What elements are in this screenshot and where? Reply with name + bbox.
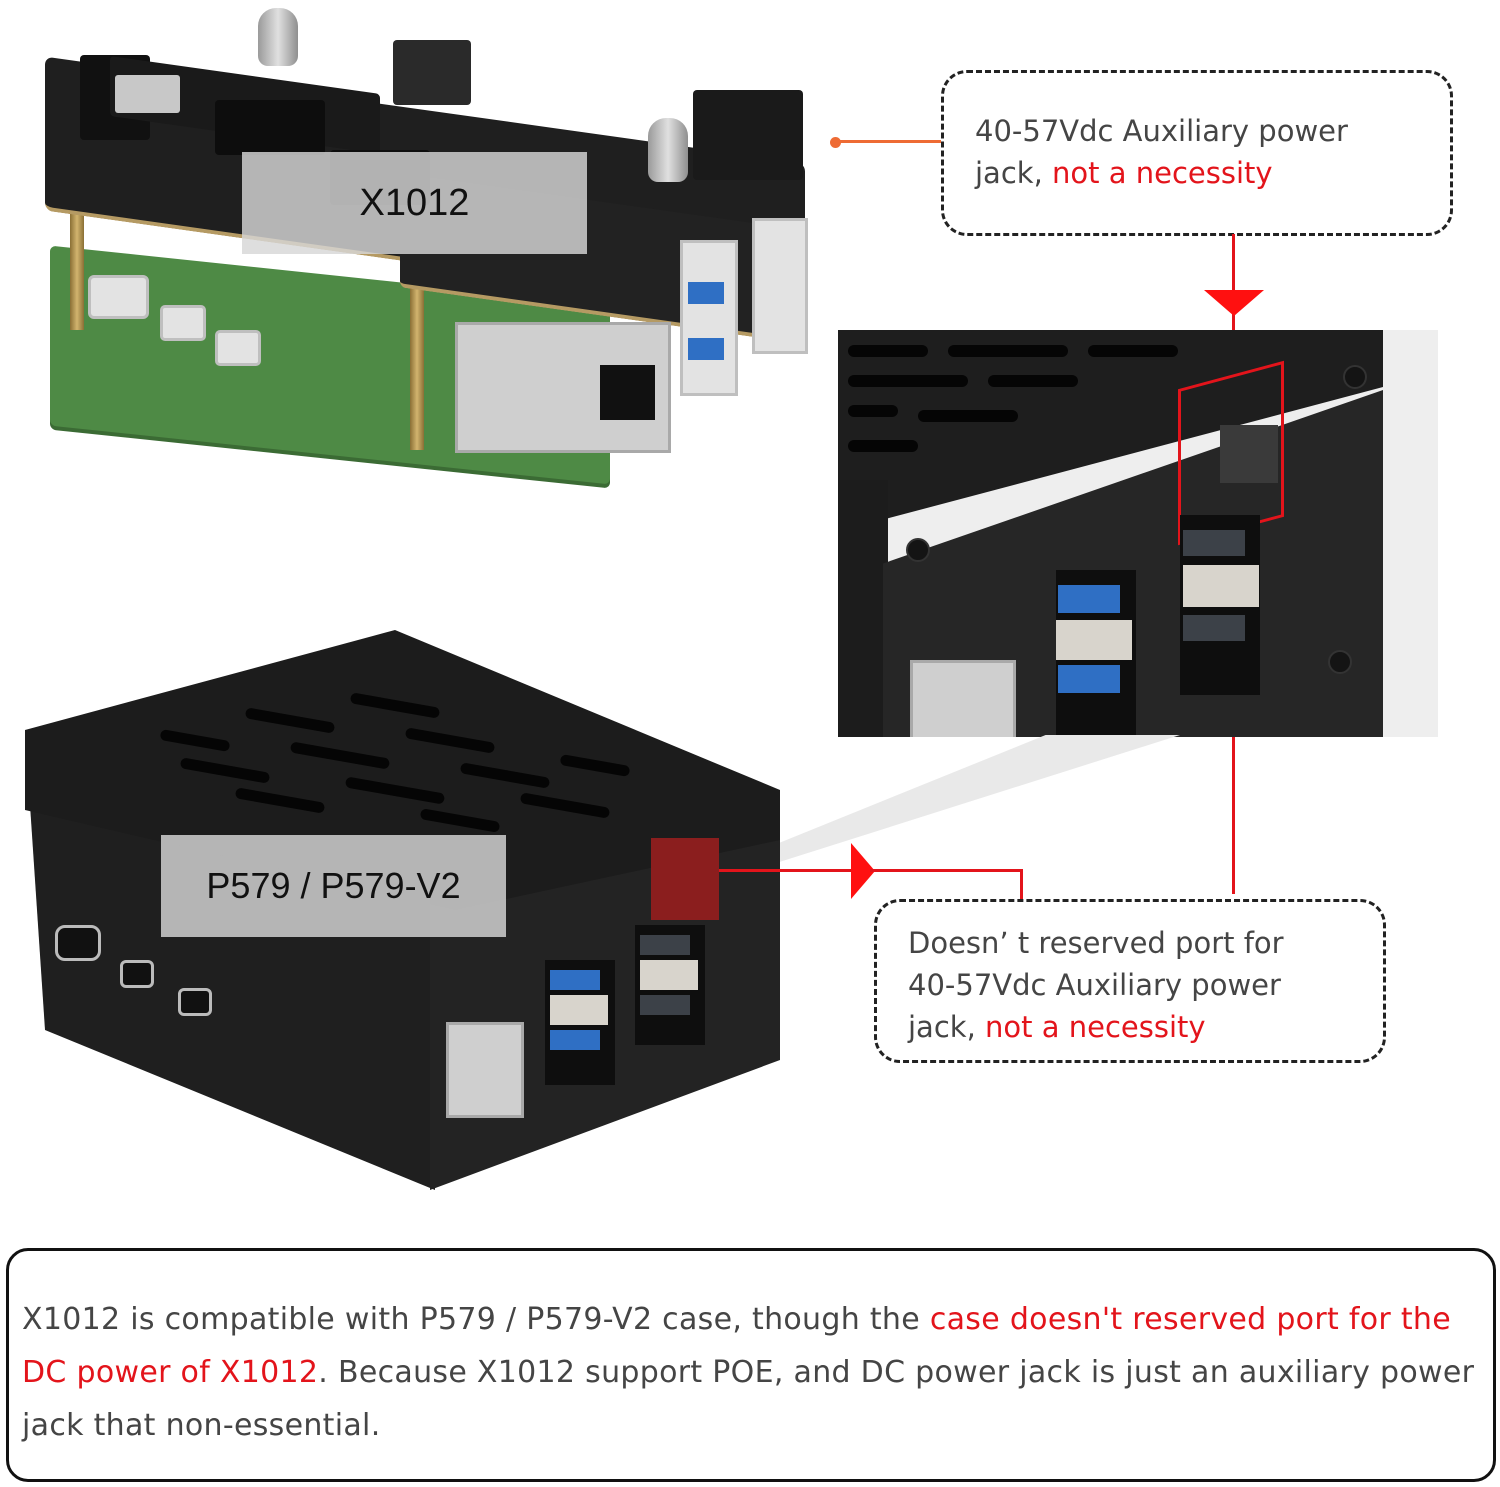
compatibility-note-box — [6, 1248, 1496, 1482]
usb3-port — [550, 970, 600, 990]
screw-icon — [1343, 365, 1367, 389]
note-text: X1012 is compatible with P579 / P579-V2 … — [22, 1302, 930, 1337]
usb3-port — [688, 282, 724, 304]
compatibility-note: X1012 is compatible with P579 / P579-V2 … — [22, 1293, 1482, 1452]
screw-icon — [906, 538, 930, 562]
pointer-line-vertical — [1020, 869, 1023, 901]
ssd-controller-chip — [115, 75, 180, 113]
callout-no-port: Doesn’ t reserved port for 40-57Vdc Auxi… — [874, 899, 1386, 1063]
usb2-port — [1183, 615, 1245, 641]
vent-slot — [1088, 345, 1178, 357]
usb2-port — [640, 995, 690, 1015]
note-text: . Because X1012 support POE, and DC powe… — [22, 1355, 1475, 1443]
zoom-inset-photo — [838, 330, 1438, 737]
missing-dc-port-highlight — [651, 838, 719, 920]
case-side-panel — [838, 480, 888, 737]
micro-hdmi-port — [120, 960, 154, 988]
dc-jack-location — [1220, 425, 1278, 483]
poe-transformer — [393, 40, 471, 105]
case-name-label: P579 / P579-V2 — [161, 835, 506, 937]
callout-line: jack, not a necessity — [975, 152, 1450, 194]
vent-slot — [848, 440, 918, 452]
usb2-port — [640, 935, 690, 955]
callout-text: jack, — [975, 156, 1053, 190]
usb-port-stack — [680, 240, 738, 396]
capacitor — [648, 118, 688, 182]
note-highlight: case doesn't reserved port for the DC po… — [22, 1302, 1451, 1390]
callout-highlight: not a necessity — [985, 1010, 1206, 1044]
pointer-line-horizontal — [870, 869, 1022, 872]
usb3-port — [688, 338, 724, 360]
connector-line — [836, 140, 944, 143]
usb-c-port — [55, 925, 101, 961]
vent-slot — [848, 405, 898, 417]
dc-power-jack — [693, 90, 803, 180]
arrow-down-icon — [1204, 290, 1264, 316]
callout-text: jack, — [908, 1010, 986, 1044]
callout-line: 40-57Vdc Auxiliary power — [975, 114, 1348, 148]
usb3-port — [1058, 665, 1120, 693]
usb-c-port — [88, 275, 149, 319]
usb-port-shell — [1056, 620, 1132, 660]
vent-slot — [918, 410, 1018, 422]
capacitor — [258, 8, 298, 66]
micro-hdmi-port — [160, 305, 206, 341]
micro-hdmi-port — [178, 988, 212, 1016]
usb-port-shell — [550, 995, 608, 1025]
callout-line: 40-57Vdc Auxiliary power — [908, 968, 1281, 1002]
usb3-port — [550, 1030, 600, 1050]
usb2-port — [1183, 530, 1245, 556]
vent-slot — [988, 375, 1078, 387]
board-name-label: X1012 — [242, 152, 587, 254]
ethernet-socket — [600, 365, 655, 420]
pointer-line-horizontal — [719, 869, 854, 872]
connector-dot — [830, 137, 841, 148]
usb3-port — [1058, 585, 1120, 613]
ethernet-port — [910, 660, 1016, 737]
brass-standoff — [410, 270, 424, 450]
vent-slot — [848, 345, 928, 357]
vent-slot — [848, 375, 968, 387]
ethernet-port — [446, 1022, 524, 1118]
callout-dc-jack: 40-57Vdc Auxiliary power jack, not a nec… — [941, 70, 1453, 236]
usb-port-stack — [752, 218, 808, 354]
callout-highlight: not a necessity — [1052, 156, 1273, 190]
screw-icon — [1328, 650, 1352, 674]
usb-port-shell — [640, 960, 698, 990]
usb-port-shell — [1183, 565, 1259, 607]
vent-slot — [948, 345, 1068, 357]
micro-hdmi-port — [215, 330, 261, 366]
callout-line: jack, not a necessity — [908, 1006, 1383, 1048]
nand-chip — [215, 100, 325, 155]
callout-line: Doesn’ t reserved port for — [908, 926, 1284, 960]
